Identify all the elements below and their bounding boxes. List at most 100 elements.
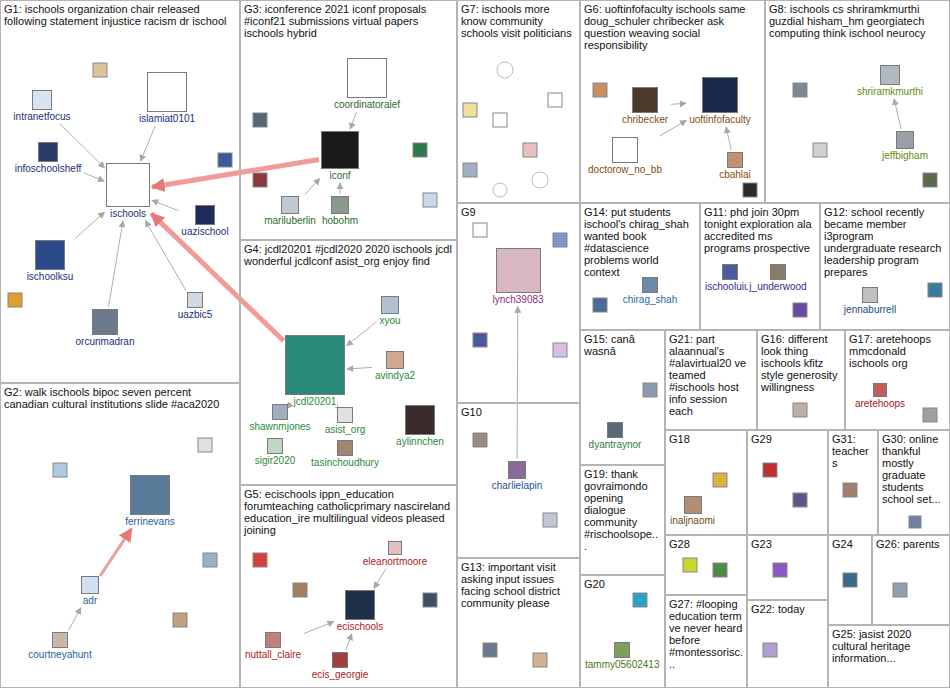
vertex-node: jennaburrell — [843, 287, 897, 315]
vertex-node: chribecker — [621, 87, 669, 125]
avatar-image — [81, 576, 99, 594]
avatar-image — [267, 438, 283, 454]
group-heading: G24 — [829, 536, 871, 552]
connector — [304, 622, 334, 634]
vertex-label: adr — [82, 595, 98, 606]
vertex-node: uoftinfofaculty — [688, 77, 752, 125]
group-panel: G16: different look thing ischools kfitz… — [757, 330, 845, 430]
group-heading: G14: put students ischool's chirag_shah … — [581, 204, 699, 280]
avatar-image — [130, 475, 170, 515]
group-heading: G12: school recently became member i3pro… — [821, 204, 949, 280]
avatar-image — [52, 632, 68, 648]
vertex-label: jcdl20201 — [293, 396, 338, 407]
avatar-image — [386, 351, 404, 369]
connector — [100, 529, 132, 576]
group-panel: G19: thank govraimondo opening dialogue … — [580, 465, 665, 575]
avatar-image — [272, 404, 288, 420]
vertex-node: courtneyahunt — [27, 632, 92, 660]
vertex-node: chirag_shah — [622, 277, 678, 305]
vertex-label: jeffbigham — [881, 150, 929, 161]
connector — [305, 178, 320, 194]
avatar-image — [684, 496, 702, 514]
group-heading: G18 — [666, 431, 746, 447]
connector — [84, 173, 104, 181]
vertex-node: ischools — [106, 163, 150, 219]
vertex-label: coordinatoraief — [333, 99, 401, 110]
vertex-node: coordinatoraief — [333, 58, 401, 110]
avatar-image — [722, 264, 738, 280]
connector — [517, 307, 519, 460]
vertex-label: aretehoops — [854, 398, 906, 409]
group-panel: G10charlielapin — [457, 403, 580, 558]
vertex-node: ischoolksu — [26, 240, 75, 282]
group-panel: G1: ischools organization chair released… — [0, 0, 240, 383]
vertex-label: xyou — [378, 315, 401, 326]
avatar-image — [702, 77, 738, 113]
vertex-label: avindya2 — [374, 370, 416, 381]
group-heading: G20 — [581, 576, 664, 592]
connector — [350, 112, 356, 129]
vertex-label: charlielapin — [491, 480, 544, 491]
vertex-label: intranetfocus — [12, 111, 71, 122]
group-panel: G9lynch39083 — [457, 203, 580, 403]
avatar-image — [92, 309, 118, 335]
avatar-image — [195, 205, 215, 225]
connector — [141, 126, 156, 161]
group-heading: G30: online thankful mostly graduate stu… — [879, 431, 949, 507]
group-heading: G27: #looping education term ve never he… — [666, 596, 746, 672]
avatar-image — [770, 264, 786, 280]
vertex-label: tasinchoudhury — [310, 457, 380, 468]
vertex-label: cbahlai — [718, 169, 752, 180]
group-heading: G6: uoftinfofaculty ischools same doug_s… — [581, 1, 764, 53]
group-panel: G2: walk ischools bipoc seven percent ca… — [0, 383, 240, 688]
group-heading: G5: ecischools ippn_education forumteach… — [241, 486, 456, 538]
group-heading: G16: different look thing ischools kfitz… — [758, 331, 844, 395]
avatar-image — [727, 152, 743, 168]
vertex-node: adr — [81, 576, 99, 606]
group-heading: G2: walk ischools bipoc seven percent ca… — [1, 384, 239, 412]
group-heading: G23 — [748, 536, 827, 552]
group-heading: G17: aretehoops mmcdonald ischools org — [846, 331, 949, 371]
vertex-node: aylinnchen — [395, 405, 445, 447]
avatar-image — [381, 296, 399, 314]
avatar-image — [321, 131, 359, 169]
vertex-node: avindya2 — [374, 351, 416, 381]
vertex-label: aylinnchen — [395, 436, 445, 447]
vertex-node: xyou — [378, 296, 401, 326]
vertex-node: aretehoops — [854, 383, 906, 409]
group-panel: G6: uoftinfofaculty ischools same doug_s… — [580, 0, 765, 203]
vertex-label: shriramkmurthi — [856, 86, 924, 97]
vertex-node: jeffbigham — [881, 131, 929, 161]
vertex-label: ecis_georgie — [311, 669, 370, 680]
vertex-label: tammy05602413 — [584, 659, 661, 670]
avatar-image — [337, 440, 353, 456]
connector — [726, 127, 731, 150]
group-panel: G18 inaljnaomi — [665, 430, 747, 535]
group-panel: G13: important visit asking input issues… — [457, 558, 580, 688]
group-panel: G21: part alaannual's #alavirtual20 ve t… — [665, 330, 757, 430]
connector — [69, 608, 81, 630]
vertex-node: ecis_georgie — [311, 652, 370, 680]
avatar-image — [331, 196, 349, 214]
group-panel: G8: ischools cs shriramkmurthi guzdial h… — [765, 0, 950, 203]
avatar-image — [612, 137, 638, 163]
group-heading: G22: today — [748, 601, 827, 617]
vertex-node: inaljnaomi — [669, 496, 716, 526]
vertex-label: ischools — [109, 208, 147, 219]
group-heading: G19: thank govraimondo opening dialogue … — [581, 466, 664, 554]
vertex-node: orcunmadran — [75, 309, 136, 347]
group-panel: G7: ischools more know community schools… — [457, 0, 580, 203]
vertex-node: jcdl20201 — [285, 335, 345, 407]
group-heading: G4: jcdl20201 #jcdl2020 2020 ischools jc… — [241, 241, 456, 269]
group-panel: G14: put students ischool's chirag_shah … — [580, 203, 700, 330]
group-panel: G4: jcdl20201 #jcdl2020 2020 ischools jc… — [240, 240, 457, 485]
avatar-image — [642, 277, 658, 293]
avatar-image — [106, 163, 150, 207]
group-panel: G30: online thankful mostly graduate stu… — [878, 430, 950, 535]
group-panel: G11: phd join 30pm tonight exploration a… — [700, 203, 820, 330]
vertex-label: iconf — [328, 170, 351, 181]
vertex-label: doctorow_no_bb — [587, 164, 663, 175]
group-heading: G7: ischools more know community schools… — [458, 1, 579, 41]
avatar-image — [607, 422, 623, 438]
group-heading: G13: important visit asking input issues… — [458, 559, 579, 611]
